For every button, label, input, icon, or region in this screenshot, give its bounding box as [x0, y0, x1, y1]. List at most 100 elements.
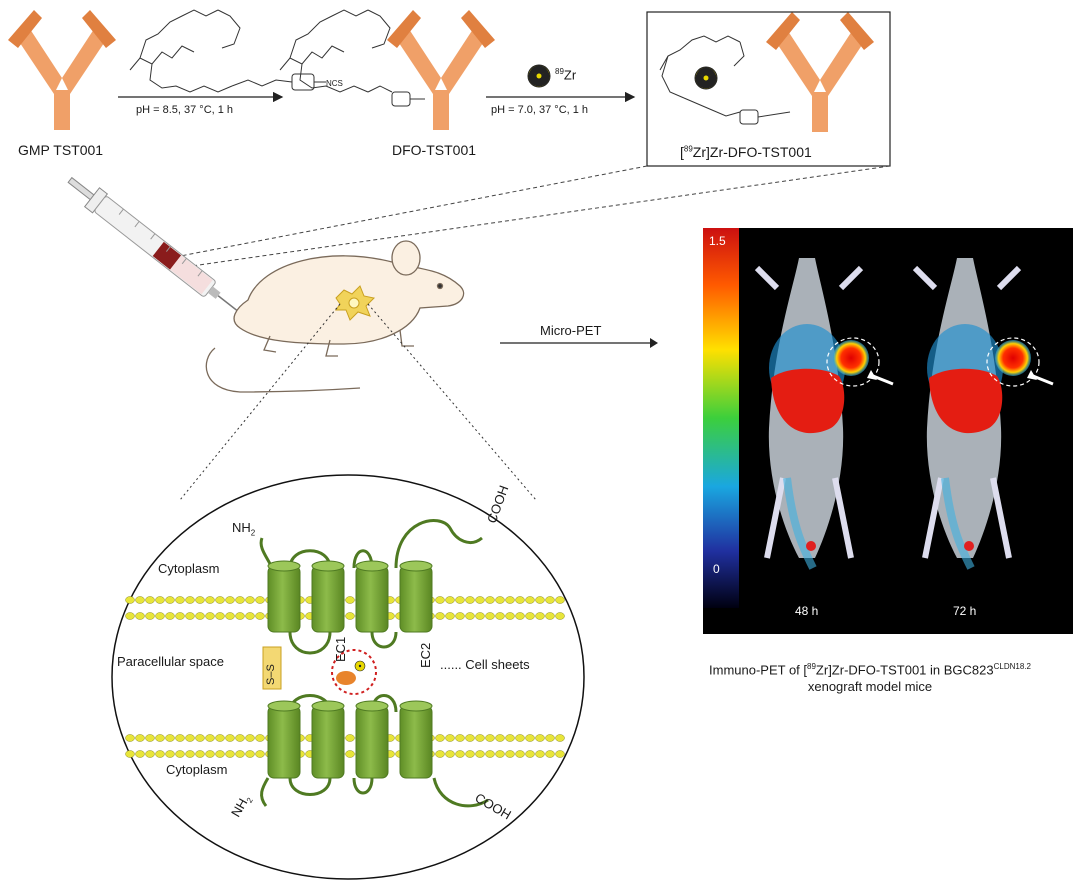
- helix-cap: [399, 560, 433, 572]
- claudin-helices-top: [267, 560, 433, 633]
- lipid-head: [215, 596, 225, 604]
- lipid-head: [165, 734, 175, 742]
- cytoplasm-bottom-label: Cytoplasm: [166, 762, 228, 777]
- helix: [267, 565, 301, 633]
- lipid-head: [465, 750, 475, 758]
- timepoint-72h: 72 h: [953, 604, 977, 618]
- lipid-head: [525, 734, 535, 742]
- lipid-head: [505, 734, 515, 742]
- lipid-head: [515, 734, 525, 742]
- lipid-head: [455, 596, 465, 604]
- lipid-head: [215, 750, 225, 758]
- zr-reagent-element: Zr: [563, 67, 577, 83]
- ec1-label: EC1: [333, 636, 348, 662]
- lipid-head: [445, 750, 455, 758]
- dfo-tst001-label: DFO-TST001: [392, 142, 477, 158]
- lipid-head: [535, 734, 545, 742]
- lipid-head: [505, 612, 515, 620]
- lipid-head: [485, 750, 495, 758]
- lipid-head: [155, 734, 165, 742]
- lipid-head: [225, 734, 235, 742]
- colorbar-max: 1.5: [709, 234, 726, 248]
- helix: [355, 565, 389, 633]
- lipid-head: [155, 596, 165, 604]
- mouse-icon: [205, 240, 465, 393]
- lipid-head: [225, 596, 235, 604]
- lipid-head: [445, 596, 455, 604]
- lipid-head: [255, 612, 265, 620]
- lipid-head: [535, 750, 545, 758]
- lipid-head: [525, 596, 535, 604]
- lipid-head: [245, 612, 255, 620]
- pet-image: [703, 228, 1054, 608]
- lipid-head: [485, 734, 495, 742]
- lipid-head: [205, 596, 215, 604]
- lipid-head: [515, 612, 525, 620]
- colorbar: [703, 228, 739, 608]
- lipid-head: [475, 596, 485, 604]
- helix: [355, 705, 389, 779]
- lipid-head: [155, 612, 165, 620]
- lipid-head: [495, 734, 505, 742]
- lipid-head: [475, 734, 485, 742]
- radiation-icon-reagent: [527, 64, 551, 88]
- step1-conditions: pH = 8.5, 37 °C, 1 h: [136, 104, 234, 116]
- lipid-head: [125, 596, 135, 604]
- tumor-icon: [335, 285, 376, 321]
- lipid-head: [455, 734, 465, 742]
- product-pre: [: [680, 144, 684, 160]
- lipid-head: [195, 596, 205, 604]
- lipid-head: [235, 734, 245, 742]
- lipid-head: [455, 612, 465, 620]
- lipid-head: [445, 734, 455, 742]
- zoom-line: [179, 303, 341, 501]
- lipid-head: [185, 596, 195, 604]
- lipid-head: [555, 750, 565, 758]
- lipid-head: [145, 734, 155, 742]
- lipid-head: [125, 734, 135, 742]
- helix: [399, 565, 433, 633]
- lipid-head: [555, 612, 565, 620]
- cytoplasm-top-label: Cytoplasm: [158, 561, 220, 576]
- lipid-head: [125, 612, 135, 620]
- lipid-head: [465, 596, 475, 604]
- lipid-head: [555, 734, 565, 742]
- helix-cap: [267, 700, 301, 712]
- lipid-head: [535, 596, 545, 604]
- lipid-head: [185, 750, 195, 758]
- product-post: Zr]Zr-DFO-TST001: [692, 144, 812, 160]
- syringe-icon: [67, 176, 260, 329]
- helix-cap: [311, 700, 345, 712]
- claudin-helices-bottom: [267, 700, 433, 779]
- timepoint-48h: 48 h: [795, 604, 819, 618]
- dfo-ncs-structure: [129, 9, 326, 93]
- lipid-head: [455, 750, 465, 758]
- helix-cap: [355, 700, 389, 712]
- radiation-icon-binding: [354, 660, 366, 672]
- lipid-head: [475, 612, 485, 620]
- disulfide-label: S–S: [265, 664, 277, 685]
- dfo-antibody-structure: [279, 9, 425, 107]
- lipid-head: [435, 596, 445, 604]
- lipid-head: [215, 734, 225, 742]
- pet-mouse-48h: [754, 258, 894, 570]
- caption-pre: Immuno-PET of [: [709, 662, 808, 678]
- micro-pet-label: Micro-PET: [540, 323, 602, 338]
- lipid-head: [135, 612, 145, 620]
- lipid-head: [225, 750, 235, 758]
- colorbar-min: 0: [713, 562, 720, 576]
- lipid-head: [435, 734, 445, 742]
- lipid-head: [175, 750, 185, 758]
- zr-dfo-structure: [659, 35, 791, 125]
- lipid-head: [135, 734, 145, 742]
- step2-conditions: pH = 7.0, 37 °C, 1 h: [491, 104, 589, 116]
- lipid-head: [545, 596, 555, 604]
- lipid-head: [165, 750, 175, 758]
- lipid-head: [215, 612, 225, 620]
- helix: [399, 705, 433, 779]
- lipid-head: [445, 612, 455, 620]
- lipid-head: [135, 596, 145, 604]
- helix-cap: [399, 700, 433, 712]
- lipid-head: [175, 734, 185, 742]
- ec2-label: EC2: [418, 642, 433, 668]
